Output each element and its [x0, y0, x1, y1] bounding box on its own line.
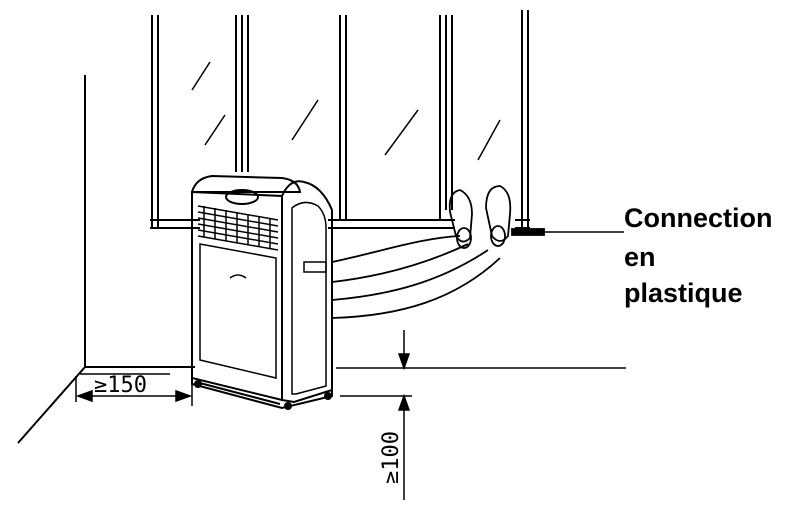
callout-label-line-1: Connection — [624, 203, 773, 233]
side-clearance-dimension — [75, 373, 193, 406]
callout-label-line-2: en — [624, 242, 656, 272]
bottom-clearance-dimension — [336, 330, 626, 500]
room-corner — [17, 75, 195, 444]
side-clearance-label: ≥150 — [94, 373, 147, 398]
exhaust-hoses — [331, 185, 545, 319]
bottom-clearance-label: ≥100 — [379, 431, 404, 484]
window — [150, 10, 530, 229]
callout-label-line-3: plastique — [624, 278, 743, 308]
air-conditioner-unit — [190, 174, 333, 410]
